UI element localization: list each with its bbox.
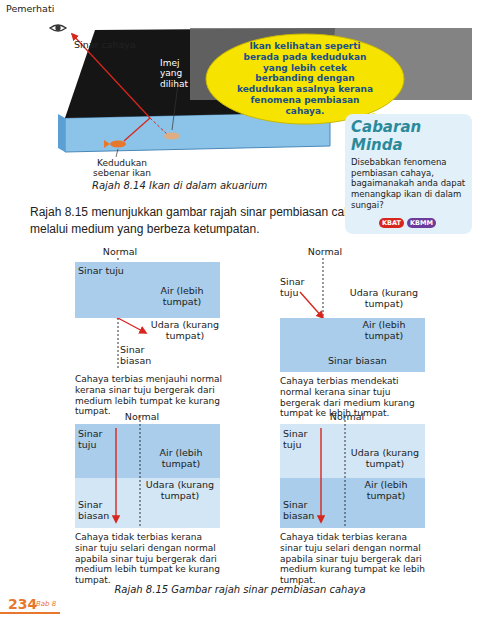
medium-band: Udara (kurang tumpat) Sinar biasan [75, 478, 220, 528]
cabaran-minda-box: Cabaran MindaDisebabkan fenomena pembias… [345, 114, 472, 234]
text-label: Imej yang dilihat [160, 58, 190, 89]
text-label: Bab 8 [36, 600, 76, 608]
text-label: Udara (kurang tumpat) [345, 288, 423, 310]
kbat-badge: KBAT [379, 218, 404, 228]
text-label: Normal [305, 247, 345, 258]
box-heading: Cabaran Minda [351, 118, 466, 154]
kbmm-badge: KBMM [407, 218, 436, 228]
band-label: Sinar biasan [283, 500, 317, 522]
text-label: Sinar biasan [120, 345, 154, 367]
box-body: Disebabkan fenomena pembiasan cahaya, ba… [351, 157, 466, 210]
text-label: Cahaya tidak terbias kerana sinar tuju s… [280, 532, 430, 586]
text-label: Sinar tuju [280, 277, 320, 299]
text-label: Sinar cahaya [74, 40, 144, 51]
band-label: Sinar tuju [283, 429, 317, 451]
band-label: Sinar tuju [78, 266, 138, 277]
band-label: Air (lebih tumpat) [145, 448, 217, 470]
text-label: Normal [327, 412, 367, 423]
text-label: Normal [122, 412, 162, 423]
band-label: Air (lebih tumpat) [345, 320, 423, 342]
medium-band: Air (lebih tumpat) Sinar biasan [280, 478, 425, 528]
medium-band: Sinar tujuAir (lebih tumpat) [75, 262, 220, 318]
text-label: Rajah 8.14 Ikan di dalam akuarium [92, 180, 352, 192]
band-label: Udara (kurang tumpat) [143, 480, 217, 502]
band-label: Udara (kurang tumpat) [348, 448, 422, 470]
speech-bubble: Ikan kelihatan seperti berada pada kedud… [205, 33, 405, 125]
band-label: Sinar tuju [78, 429, 112, 451]
text-label: Udara (kurang tumpat) [150, 320, 220, 342]
text-label: Normal [100, 247, 140, 258]
band-label: Sinar biasan [78, 500, 112, 522]
band-label: Air (lebih tumpat) [147, 286, 217, 308]
figure-caption: Rajah 8.15 Gambar rajah sinar pembiasan … [60, 584, 420, 596]
text-label: Cahaya tidak terbias kerana sinar tuju s… [75, 532, 225, 586]
text-label: Cahaya terbias menjauhi normal kerana si… [75, 374, 225, 417]
bubble-text: Ikan kelihatan seperti berada pada kedud… [205, 33, 405, 125]
band-label: Sinar biasan [328, 356, 398, 367]
medium-band: Sinar tujuAir (lebih tumpat) [75, 424, 220, 478]
text-label: Kedudukan sebenar ikan [82, 158, 162, 179]
medium-band: Sinar tujuUdara (kurang tumpat) [280, 424, 425, 478]
medium-band: Air (lebih tumpat) Sinar biasan [280, 318, 425, 372]
text-label: Pemerhati [6, 4, 66, 15]
band-label: Air (lebih tumpat) [350, 480, 422, 502]
